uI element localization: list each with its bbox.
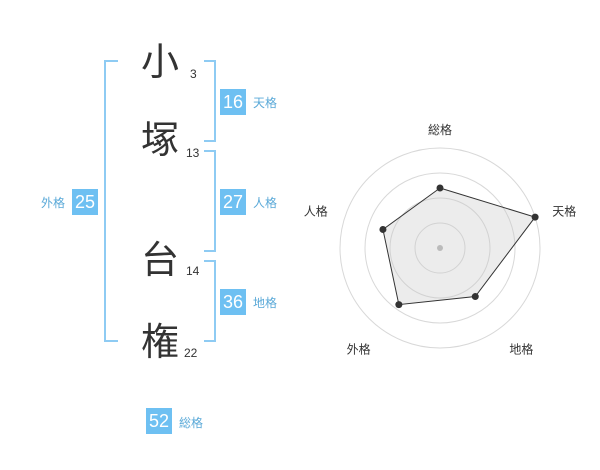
tenkaku-value: 16 — [220, 89, 246, 115]
tenkaku-label: 天格 — [253, 96, 278, 110]
soukaku-label: 総格 — [179, 416, 204, 430]
soukaku-value: 52 — [146, 408, 172, 434]
radar-ring — [339, 147, 541, 349]
gaikaku-value: 25 — [72, 189, 98, 215]
radar-ring — [364, 172, 516, 324]
gaikaku-label: 外格 — [41, 196, 66, 210]
radar-axis-label-1: 総格 — [428, 122, 452, 137]
radar-point-3 — [471, 293, 479, 301]
tenkaku-bracket — [204, 60, 216, 142]
radar-axis-label-3: 地格 — [509, 341, 533, 356]
stroke-count-4: 22 — [184, 346, 198, 360]
gaikaku-bracket — [104, 60, 118, 342]
radar-point-4 — [395, 301, 403, 309]
radar-axis-label-4: 外格 — [347, 341, 371, 356]
radar-axis-label-2: 天格 — [552, 204, 576, 219]
radar-point-5 — [379, 225, 387, 233]
radar-point-1 — [436, 184, 444, 192]
stroke-count-1: 3 — [190, 67, 197, 81]
stroke-count-2: 13 — [186, 146, 200, 160]
jinkaku-value: 27 — [220, 189, 246, 215]
name-char-4: 権 — [140, 320, 179, 364]
chikaku-label: 地格 — [253, 296, 278, 310]
radar-ring — [414, 222, 466, 274]
jinkaku-label: 人格 — [253, 196, 278, 210]
name-char-2: 塚 — [140, 118, 179, 162]
radar-ring — [389, 197, 491, 299]
radar-center-dot — [437, 245, 443, 251]
name-char-1: 小 — [140, 40, 179, 84]
chikaku-bracket — [204, 260, 216, 342]
chikaku-value: 36 — [220, 289, 246, 315]
radar-axis-label-5: 人格 — [304, 204, 328, 219]
radar-point-2 — [531, 213, 539, 221]
stroke-count-3: 14 — [186, 264, 200, 278]
jinkaku-bracket — [204, 150, 216, 252]
name-char-3: 台 — [140, 238, 179, 282]
radar-data-polygon — [382, 187, 536, 306]
